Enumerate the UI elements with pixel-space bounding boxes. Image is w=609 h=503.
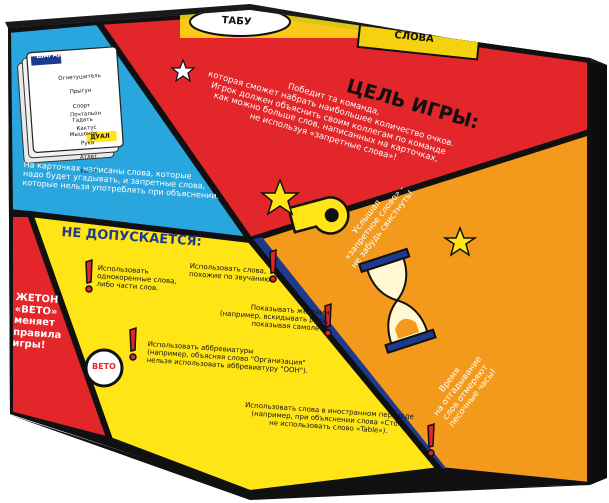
star-icon [259,177,301,216]
card-word: Огнетушитель [58,73,102,83]
veto-chip-label: ВЕТО [92,362,116,371]
whistle-icon [286,196,350,235]
veto-chip [84,348,124,388]
exclamation-icon [85,248,435,457]
card-word: Рука [80,139,95,147]
hourglass-icon [357,247,437,355]
veto-text: ЖЕТОН «ВЕТО» меняет правила игры! [12,292,62,352]
card-word: Прыгун [69,88,92,96]
card-word: Кактус [76,125,97,133]
card-word: Почтальон [69,110,102,119]
box-top-edge [5,4,607,65]
card-footer: ДУАЛ [90,132,111,141]
veto-panel [8,211,115,445]
star-icon [442,225,478,257]
box-right-side [590,58,607,485]
card-stack [17,46,124,164]
top-sticker-1: ТАБУ [221,15,252,29]
star-icon [170,58,196,83]
sticker-speech-bubble [189,10,291,37]
